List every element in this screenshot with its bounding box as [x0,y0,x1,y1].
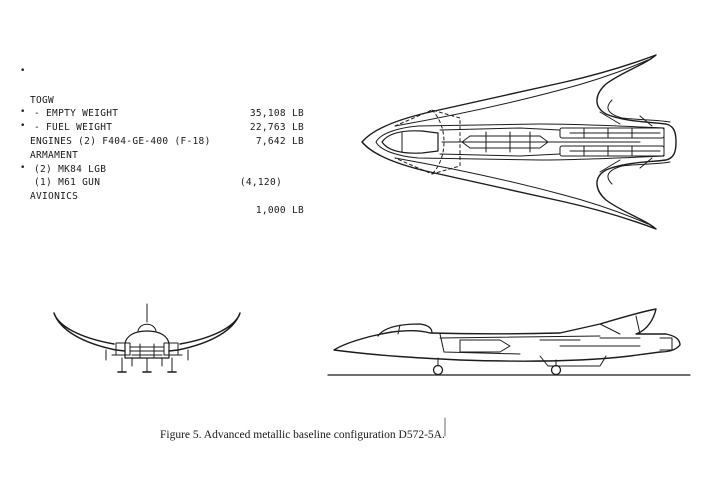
wing-inner-line [394,59,649,127]
spec-label: AVIONICS [30,191,79,203]
bullet-icon: • [20,162,26,173]
side-wing-root [439,335,601,339]
nose-wheel [432,364,444,376]
front-fuselage [124,330,170,359]
spec-label: ARMAMENT [30,149,79,161]
nozzle-lines [569,132,661,152]
spec-label: ENGINES (2) F404-GE-400 (F-18) [30,135,211,147]
spec-label: - FUEL WEIGHT [34,122,113,134]
intake-duct [439,153,561,157]
engine-nozzle [559,145,665,157]
planform-outline [361,54,677,230]
front-intake [115,342,131,356]
spec-row-armament: • ARMAMENT [20,121,310,161]
spec-row-gun: (1) M61 GUN [20,149,310,188]
spec-row-fuel-weight: - FUEL WEIGHT 7,642 LB [20,94,310,147]
spec-value: 35,108 LB [249,108,304,120]
side-ventral [539,355,607,367]
side-canopy-frame [397,324,401,335]
front-canopy [137,323,157,332]
nozzle-tail [659,337,673,351]
front-pylons [105,349,189,361]
spec-row-avionics: • AVIONICS 1,000 LB [20,162,310,216]
spec-value: 22,763 LB [249,122,304,134]
specification-list: • TOGW 35,108 LB - EMPTY WEIGHT 22,763 L… [20,66,310,216]
side-fuselage [333,308,681,362]
spec-label: (2) MK84 LGB [34,163,107,175]
bay-detail [485,131,531,153]
bullet-icon: • [20,107,26,118]
front-wing [168,312,241,352]
spec-label: TOGW [30,94,55,106]
front-intake [163,342,179,356]
spec-row-empty-weight: - EMPTY WEIGHT 22,763 LB [20,80,310,133]
side-intake [439,333,521,355]
fuselage-body [375,123,665,161]
wing-inner-line [394,157,649,225]
side-details [459,337,641,353]
front-detail [129,343,165,359]
front-wing [53,312,126,352]
trailing-edge-lower [607,161,671,185]
figure-caption: Figure 5. Advanced metallic baseline con… [160,429,445,441]
main-wheel [550,364,562,376]
pylon-lines [599,111,653,173]
aircraft-front-view [53,303,241,373]
canopy [381,130,439,154]
intake-duct [439,127,561,131]
aircraft-top-view [361,54,677,230]
spec-value: 7,642 LB [255,135,304,147]
front-gear [121,357,173,373]
spec-row-engines: • ENGINES (2) F404-GE-400 (F-18) [20,107,310,147]
spec-label: - EMPTY WEIGHT [34,108,119,120]
aircraft-side-view [327,308,691,376]
trailing-edge-upper [607,99,671,123]
spec-row-mk84: (2) MK84 LGB (4,120) [20,135,310,189]
canard-arc [431,109,445,175]
spec-label: (1) M61 GUN [34,177,101,189]
engine-nozzle [559,127,665,139]
spec-row-togw: • TOGW 35,108 LB [20,66,310,119]
bullet-icon: • [20,66,26,76]
side-tail-fin [599,315,641,335]
spec-value: 1,000 LB [255,204,304,216]
bullet-icon: • [20,121,26,132]
spec-value: (4,120) [239,177,282,189]
side-canopy [377,323,433,337]
